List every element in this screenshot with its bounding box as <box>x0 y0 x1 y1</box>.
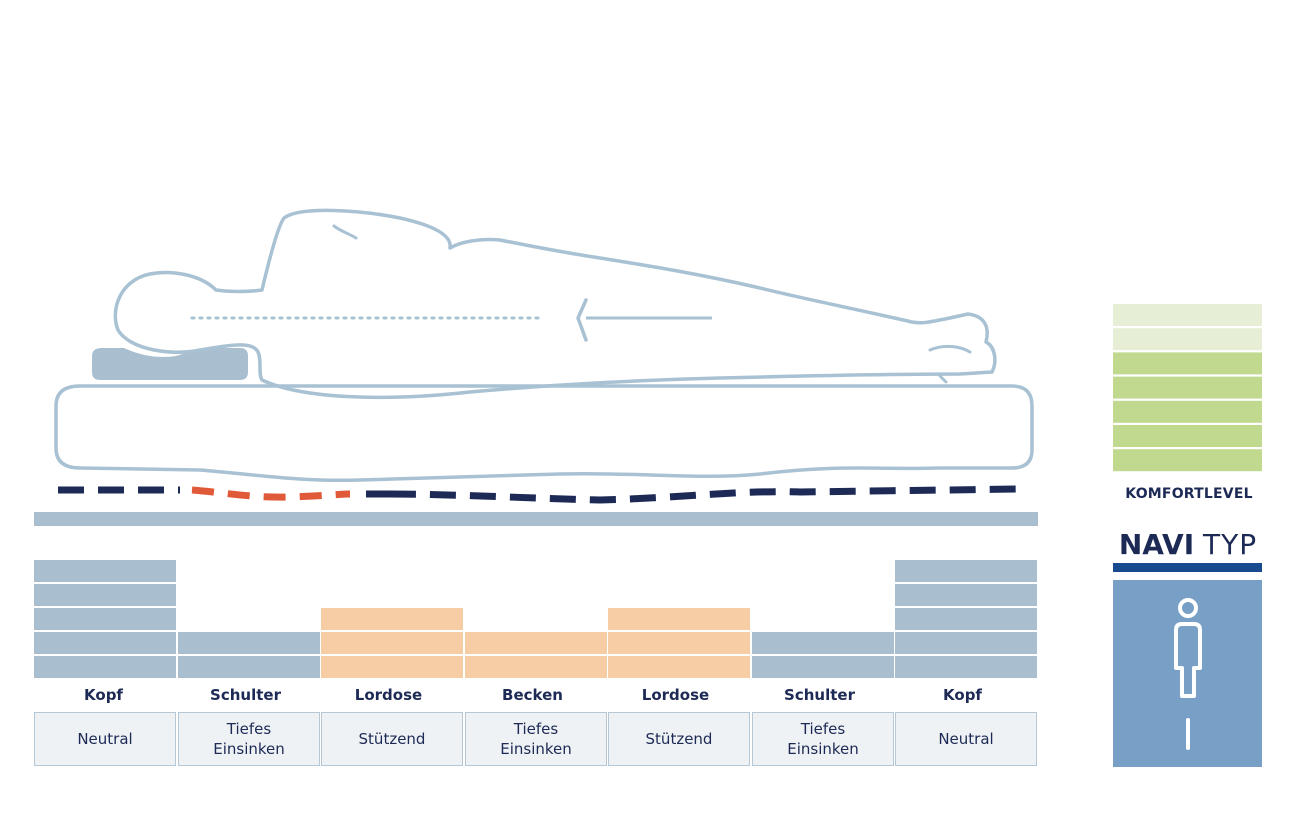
zone-desc-lordose-left: Stützend <box>321 712 463 766</box>
zone-block-segment <box>321 656 463 678</box>
zone-desc-schulter-right: Tiefes Einsinken <box>752 712 894 766</box>
zone-desc-kopf-right: Neutral <box>895 712 1037 766</box>
navi-typ-title: NAVI TYP <box>1113 528 1263 562</box>
zone-desc-lordose-right: Stützend <box>608 712 750 766</box>
zone-block-segment <box>34 560 176 582</box>
zone-label-becken: Becken <box>502 686 563 704</box>
base-bar <box>34 512 1038 526</box>
zone-block-segment <box>895 584 1037 606</box>
support-dash-accent <box>191 486 351 501</box>
zone-block-segment <box>608 656 750 678</box>
zone-block-segment <box>34 656 176 678</box>
komfortlevel-segment <box>1113 400 1262 423</box>
zone-block-segment <box>465 656 607 678</box>
zone-block-segment <box>465 632 607 654</box>
zone-block-segment <box>752 656 894 678</box>
navi-title-part1: NAVI <box>1118 528 1195 561</box>
komfortlevel-segment <box>1113 352 1262 375</box>
zone-block-segment <box>321 632 463 654</box>
foot-detail <box>928 344 972 384</box>
zone-block-segment <box>34 632 176 654</box>
zone-desc-kopf-left: Neutral <box>34 712 176 766</box>
zone-block-segment <box>608 608 750 630</box>
navi-title-part2: TYP <box>1203 528 1258 561</box>
komfortlevel-stack <box>1113 304 1262 472</box>
support-dash-line <box>58 485 1019 504</box>
arm-curve <box>332 224 358 240</box>
zone-block-segment <box>895 560 1037 582</box>
zone-blocks <box>34 560 1037 678</box>
mattress-outline <box>54 384 1034 483</box>
zone-label-lordose-right: Lordose <box>641 686 710 704</box>
zone-block-segment <box>752 632 894 654</box>
komfortlevel-segment <box>1113 425 1262 447</box>
arrow-head-icon <box>576 298 588 342</box>
zone-block-segment <box>34 608 176 630</box>
zone-block-segment <box>34 584 176 606</box>
zone-block-segment <box>608 632 750 654</box>
zone-label-kopf-right: Kopf <box>943 686 982 704</box>
komfortlevel-segment <box>1113 449 1262 472</box>
pillow <box>92 348 248 380</box>
zone-block-segment <box>178 632 320 654</box>
zone-block-segment <box>895 608 1037 630</box>
navi-type-panel <box>1113 580 1262 767</box>
zone-desc-schulter-left: Tiefes Einsinken <box>178 712 320 766</box>
zone-block-segment <box>895 632 1037 654</box>
komfortlevel-segment <box>1113 304 1262 326</box>
zone-label-lordose-left: Lordose <box>354 686 423 704</box>
komfortlevel-segment <box>1113 376 1262 399</box>
zone-block-segment <box>321 608 463 630</box>
komfortlevel-segment <box>1113 328 1262 351</box>
navi-underline-bar <box>1113 563 1262 572</box>
zone-label-schulter-right: Schulter <box>784 686 855 704</box>
zone-block-segment <box>895 656 1037 678</box>
sleeper-silhouette <box>113 208 997 400</box>
zone-label-schulter-left: Schulter <box>210 686 281 704</box>
zone-label-kopf-left: Kopf <box>84 686 123 704</box>
komfortlevel-label: KOMFORTLEVEL <box>1125 486 1253 502</box>
zone-desc-becken: Tiefes Einsinken <box>465 712 607 766</box>
zone-block-segment <box>178 656 320 678</box>
